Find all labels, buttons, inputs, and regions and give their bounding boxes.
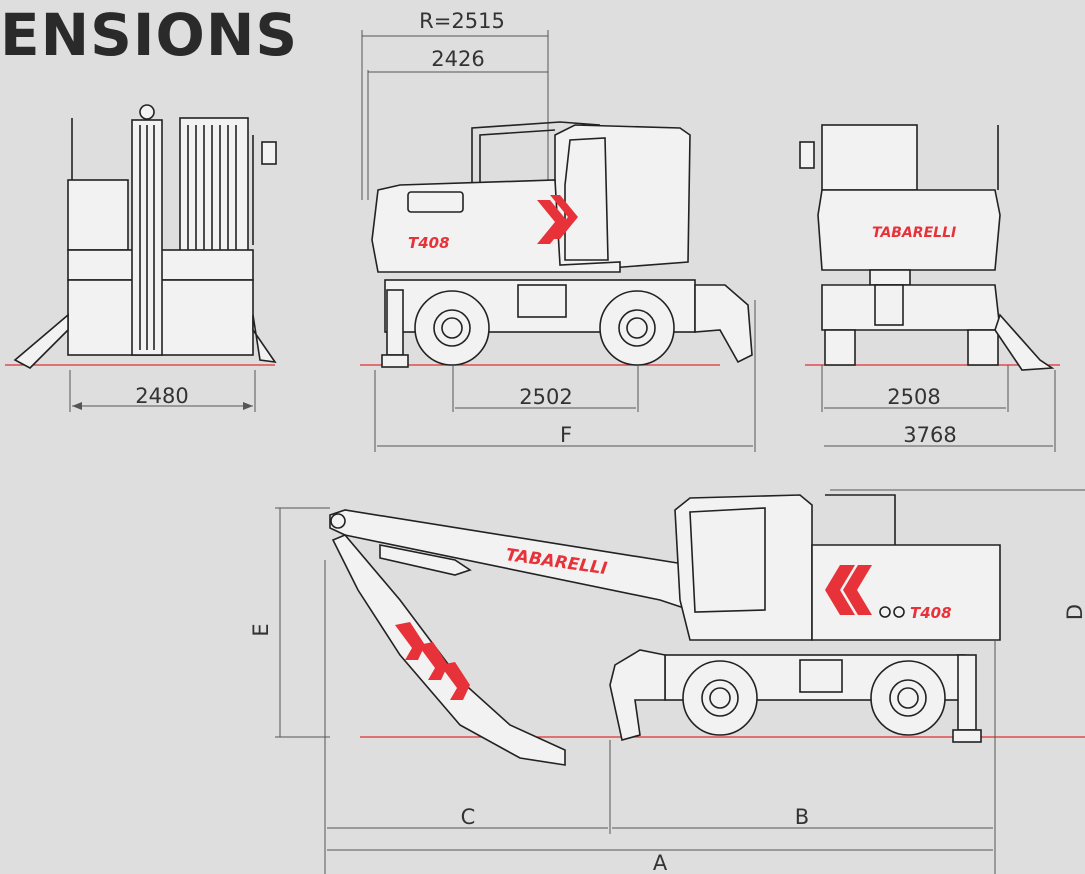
total-length-label: A bbox=[653, 851, 668, 874]
wheelbase-label: 2502 bbox=[519, 385, 572, 409]
rear-brand-text: TABARELLI bbox=[872, 225, 956, 241]
front-reach-label: C bbox=[461, 805, 476, 829]
overall-length-label: F bbox=[560, 423, 572, 447]
right-height-label: D bbox=[1063, 604, 1085, 620]
tail-length-label: 2426 bbox=[431, 47, 484, 71]
front-view: 2480 bbox=[5, 104, 277, 412]
working-model-badge: T408 bbox=[910, 604, 952, 622]
section-heading: ENSIONS bbox=[0, 1, 299, 69]
tail-radius-label: R=2515 bbox=[419, 9, 505, 33]
front-width-label: 2480 bbox=[135, 384, 188, 408]
rear-view: TABARELLI 2508 3768 bbox=[799, 124, 1060, 452]
outrigger-width-label: 3768 bbox=[903, 423, 956, 447]
working-view: E D TABARELLI T408 bbox=[249, 489, 1085, 874]
track-width-label: 2508 bbox=[887, 385, 940, 409]
rear-length-label: B bbox=[795, 805, 809, 829]
side-view: R=2515 2426 T408 2502 F bbox=[360, 9, 756, 452]
side-model-badge: T408 bbox=[408, 234, 450, 252]
height-label: E bbox=[249, 623, 273, 636]
